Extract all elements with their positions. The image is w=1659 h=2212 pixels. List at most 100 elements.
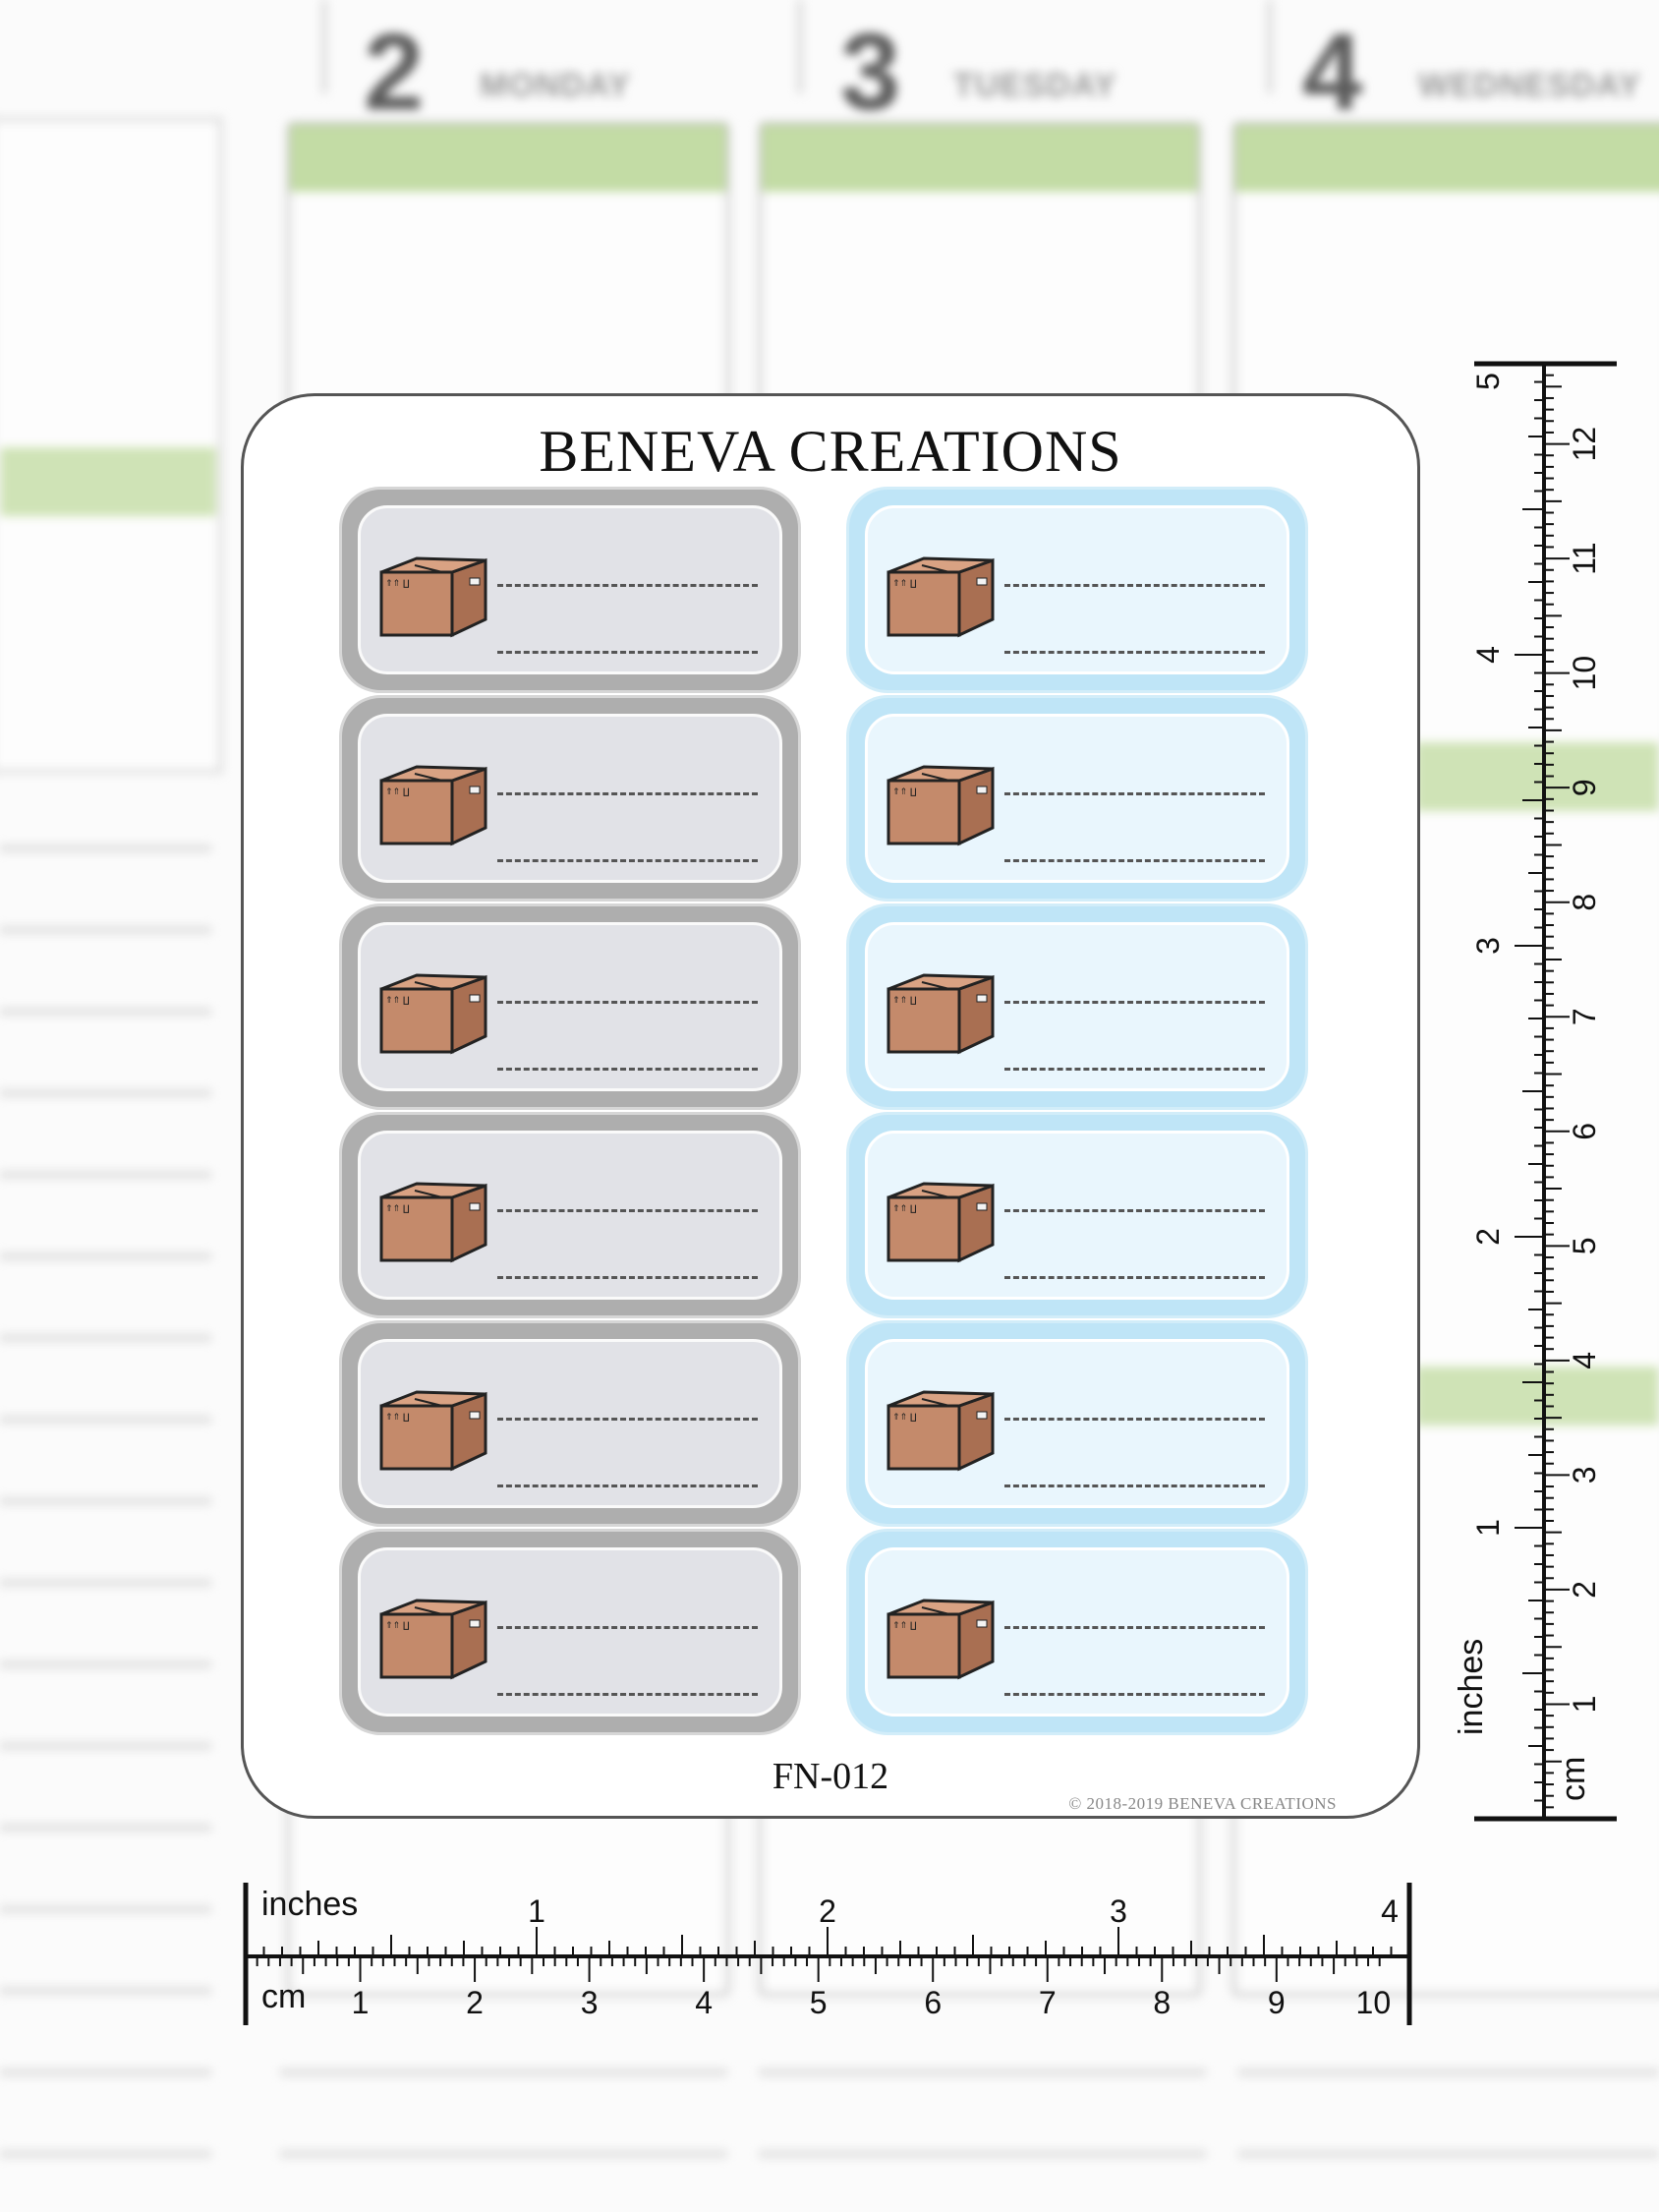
svg-text:⇑⇑ ∐: ⇑⇑ ∐	[385, 579, 410, 589]
svg-text:⇑⇑ ∐: ⇑⇑ ∐	[892, 1413, 917, 1423]
dashed-write-line	[1004, 1693, 1265, 1696]
dashed-write-line	[497, 1693, 758, 1696]
dashed-write-line	[1004, 792, 1265, 795]
dashed-write-line	[1004, 1626, 1265, 1629]
copyright-note: © 2018-2019 BENEVA CREATIONS	[1068, 1794, 1337, 1813]
product-code: FN-012	[772, 1756, 889, 1797]
dashed-write-line	[497, 859, 758, 862]
shipping-box-icon: ⇑⇑ ∐	[375, 759, 493, 847]
dashed-write-line	[1004, 1276, 1265, 1279]
dashed-write-line	[497, 1418, 758, 1421]
package-sticker-gray: ⇑⇑ ∐	[339, 1529, 801, 1735]
sticker-writing-area	[865, 1339, 1289, 1508]
inch-label: 4	[1381, 1893, 1399, 1929]
shipping-box-icon: ⇑⇑ ∐	[375, 1384, 493, 1473]
shipping-box-icon: ⇑⇑ ∐	[883, 759, 1001, 847]
cm-label: 11	[1567, 543, 1602, 575]
shipping-box-icon: ⇑⇑ ∐	[883, 551, 1001, 639]
shipping-box-icon: ⇑⇑ ∐	[375, 1176, 493, 1264]
dashed-write-line	[1004, 1068, 1265, 1071]
cm-label: 9	[1567, 779, 1602, 796]
svg-text:⇑⇑ ∐: ⇑⇑ ∐	[385, 787, 410, 797]
cm-label: 6	[924, 1985, 942, 2020]
cm-label: 3	[1567, 1466, 1602, 1484]
svg-text:⇑⇑ ∐: ⇑⇑ ∐	[892, 1621, 917, 1631]
dashed-write-line	[497, 1209, 758, 1212]
package-sticker-blue: ⇑⇑ ∐	[846, 1320, 1308, 1527]
dashed-write-line	[497, 1001, 758, 1004]
cm-label: 10	[1567, 656, 1602, 691]
cm-label: 2	[1567, 1581, 1602, 1599]
dashed-write-line	[497, 651, 758, 654]
cm-label: 7	[1567, 1008, 1602, 1025]
svg-text:⇑⇑ ∐: ⇑⇑ ∐	[385, 1413, 410, 1423]
dashed-write-line	[1004, 584, 1265, 587]
ruler-cm-label: cm	[261, 1978, 307, 2015]
package-sticker-blue: ⇑⇑ ∐	[846, 487, 1308, 693]
cm-label: 12	[1567, 427, 1602, 462]
dashed-write-line	[1004, 1209, 1265, 1212]
inch-label: 5	[1470, 373, 1506, 390]
dashed-write-line	[1004, 651, 1265, 654]
dashed-write-line	[1004, 1001, 1265, 1004]
package-sticker-gray: ⇑⇑ ∐	[339, 903, 801, 1110]
cm-label: 1	[352, 1985, 370, 2020]
svg-text:⇑⇑ ∐: ⇑⇑ ∐	[892, 787, 917, 797]
dashed-write-line	[497, 1276, 758, 1279]
cm-label: 4	[1567, 1352, 1602, 1369]
dashed-write-line	[497, 792, 758, 795]
day-name: MONDAY	[480, 67, 631, 104]
dashed-write-line	[497, 1068, 758, 1071]
cm-label: 8	[1567, 894, 1602, 911]
package-sticker-gray: ⇑⇑ ∐	[339, 487, 801, 693]
cm-label: 4	[695, 1985, 713, 2020]
dashed-write-line	[497, 1626, 758, 1629]
inch-label: 3	[1470, 937, 1506, 955]
day-name: WEDNESDAY	[1418, 67, 1641, 104]
svg-text:⇑⇑ ∐: ⇑⇑ ∐	[385, 996, 410, 1006]
cm-label: 5	[810, 1985, 828, 2020]
inch-label: 2	[819, 1893, 836, 1929]
inch-label: 3	[1110, 1893, 1127, 1929]
package-sticker-blue: ⇑⇑ ∐	[846, 1529, 1308, 1735]
svg-text:⇑⇑ ∐: ⇑⇑ ∐	[385, 1621, 410, 1631]
cm-label: 3	[581, 1985, 599, 2020]
shipping-box-icon: ⇑⇑ ∐	[883, 1176, 1001, 1264]
ruler-inches-label-vertical: inches	[1453, 1638, 1490, 1735]
day-number: 2	[364, 12, 425, 133]
svg-text:⇑⇑ ∐: ⇑⇑ ∐	[385, 1204, 410, 1214]
shipping-box-icon: ⇑⇑ ∐	[883, 1593, 1001, 1681]
shipping-box-icon: ⇑⇑ ∐	[883, 1384, 1001, 1473]
cm-label: 2	[466, 1985, 484, 2020]
package-sticker-blue: ⇑⇑ ∐	[846, 903, 1308, 1110]
dashed-write-line	[497, 1484, 758, 1487]
package-sticker-blue: ⇑⇑ ∐	[846, 1112, 1308, 1318]
cm-label: 5	[1567, 1237, 1602, 1254]
svg-text:⇑⇑ ∐: ⇑⇑ ∐	[892, 1204, 917, 1214]
brand-title: BENEVA CREATIONS	[539, 419, 1122, 484]
cm-label: 9	[1268, 1985, 1286, 2020]
dashed-write-line	[497, 584, 758, 587]
package-sticker-gray: ⇑⇑ ∐	[339, 1320, 801, 1527]
shipping-box-icon: ⇑⇑ ∐	[375, 967, 493, 1056]
inch-label: 1	[1470, 1519, 1506, 1537]
cm-label: 1	[1567, 1696, 1602, 1714]
dashed-write-line	[1004, 859, 1265, 862]
inch-label: 1	[528, 1893, 545, 1929]
shipping-box-icon: ⇑⇑ ∐	[375, 551, 493, 639]
shipping-box-icon: ⇑⇑ ∐	[375, 1593, 493, 1681]
sticker-sheet: BENEVA CREATIONS ⇑⇑ ∐ ⇑⇑ ∐ ⇑⇑ ∐ ⇑⇑ ∐ ⇑⇑ …	[241, 393, 1420, 1819]
cm-label: 7	[1039, 1985, 1057, 2020]
cm-label: 6	[1567, 1123, 1602, 1140]
cm-label: 10	[1356, 1985, 1392, 2020]
ruler-inches-label: inches	[261, 1886, 359, 1923]
package-sticker-blue: ⇑⇑ ∐	[846, 695, 1308, 902]
day-name: TUESDAY	[953, 67, 1117, 104]
dashed-write-line	[1004, 1484, 1265, 1487]
shipping-box-icon: ⇑⇑ ∐	[883, 967, 1001, 1056]
inch-label: 4	[1470, 646, 1506, 664]
sticker-writing-area	[358, 1547, 782, 1717]
ruler-cm-label-vertical: cm	[1555, 1756, 1592, 1801]
